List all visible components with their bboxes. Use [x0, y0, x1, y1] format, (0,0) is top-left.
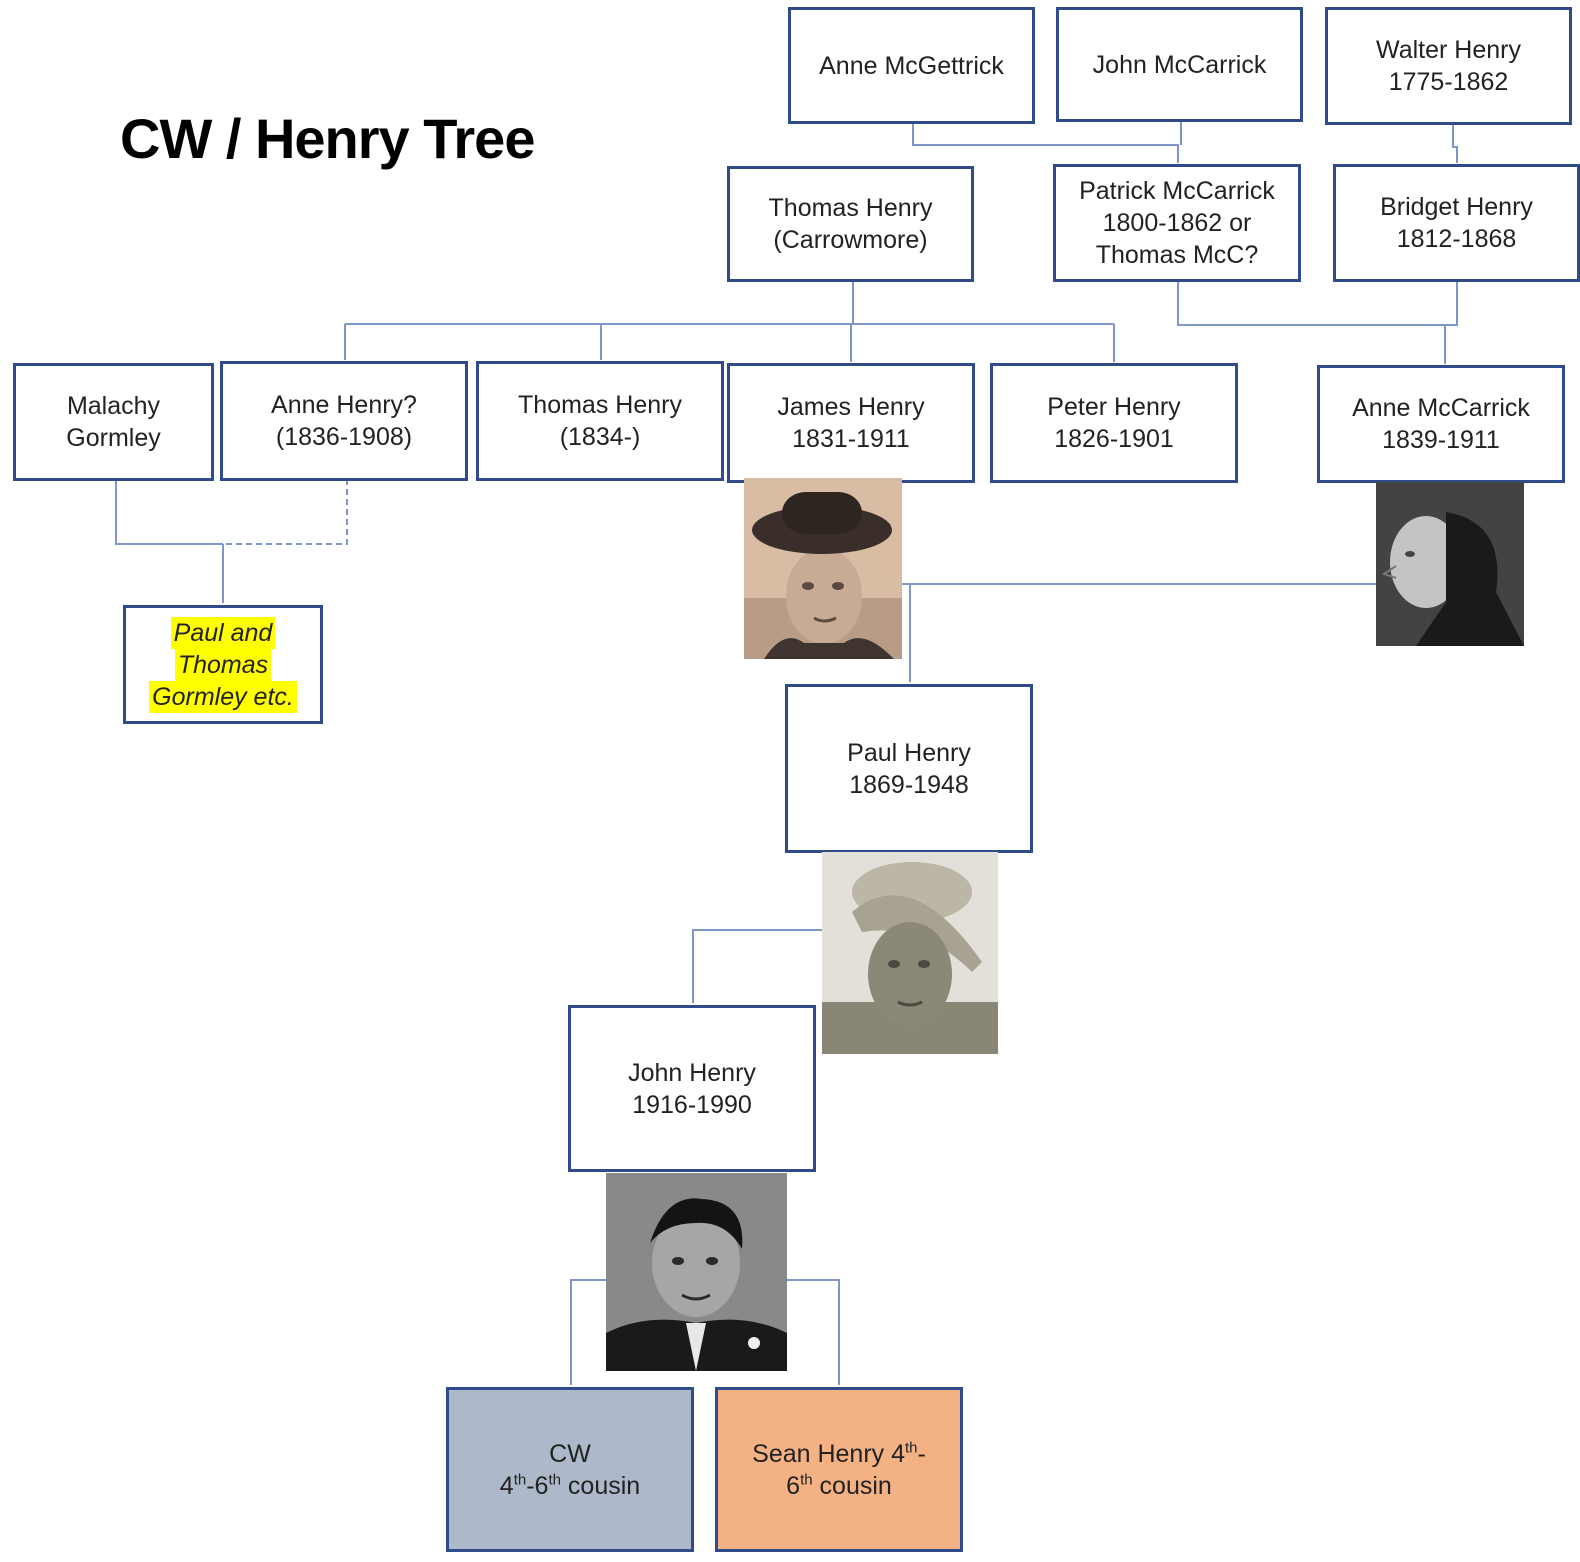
person-bridget-henry: Bridget Henry 1812-1868	[1333, 164, 1580, 282]
page-title: CW / Henry Tree	[120, 107, 535, 170]
person-name: John Henry	[628, 1058, 756, 1087]
photo-john-henry	[606, 1173, 787, 1371]
person-name: CW	[549, 1439, 591, 1468]
person-john-henry: John Henry 1916-1990	[568, 1005, 816, 1172]
person-line-3: Gormley etc.	[149, 680, 297, 713]
person-dates: 1839-1911	[1382, 426, 1500, 454]
person-name: Anne McCarrick	[1352, 394, 1530, 422]
person-anne-mcgettrick: Anne McGettrick	[788, 7, 1035, 124]
connector-malachy	[115, 479, 223, 545]
person-name: Anne McGettrick	[819, 51, 1004, 80]
person-name-last: Gormley	[66, 424, 161, 452]
person-patrick-mccarrick: Patrick McCarrick 1800-1862 or Thomas Mc…	[1053, 164, 1301, 282]
person-peter-henry: Peter Henry 1826-1901	[990, 363, 1238, 483]
person-anne-mccarrick: Anne McCarrick 1839-1911	[1317, 365, 1565, 483]
connector-paul-john	[692, 929, 822, 1003]
connector-anne-henry-dashed	[223, 479, 348, 545]
person-dates: (1834-)	[559, 423, 641, 451]
person-thomas-henry-carrowmore: Thomas Henry (Carrowmore)	[727, 166, 974, 282]
person-name: Anne Henry?	[271, 391, 417, 419]
person-name: Patrick McCarrick	[1079, 177, 1275, 205]
person-place: (Carrowmore)	[773, 226, 928, 254]
person-anne-henry: Anne Henry? (1836-1908)	[220, 361, 468, 481]
person-name: John McCarrick	[1092, 50, 1267, 79]
connector-walter-bridget	[1452, 123, 1458, 163]
person-dates: (1836-1908)	[275, 423, 413, 451]
person-sean-henry: Sean Henry 4th- 6th cousin	[715, 1387, 963, 1552]
person-name: Walter Henry	[1376, 36, 1521, 64]
person-line-1: Paul and	[170, 616, 276, 649]
person-thomas-henry-1834: Thomas Henry (1834-)	[476, 361, 724, 481]
connector-to-cw	[570, 1279, 606, 1385]
person-james-henry: James Henry 1831-1911	[727, 363, 975, 483]
person-dates: 1869-1948	[849, 770, 969, 799]
person-walter-henry: Walter Henry 1775-1862	[1325, 7, 1572, 125]
person-name: James Henry	[777, 393, 925, 421]
photo-james-henry	[744, 478, 902, 659]
person-dates: 1831-1911	[792, 425, 910, 453]
person-name: Paul Henry	[847, 738, 971, 767]
person-name: Thomas Henry	[518, 391, 682, 419]
person-malachy-gormley: Malachy Gormley	[13, 363, 214, 481]
person-name: Bridget Henry	[1380, 193, 1533, 221]
person-gormley-descendants: Paul and Thomas Gormley etc.	[123, 605, 323, 724]
connector-to-sean	[786, 1279, 840, 1385]
connector-mcgettrick-mccarrick	[912, 122, 1179, 163]
person-alternate: Thomas McC?	[1095, 241, 1259, 269]
person-name-first: Malachy	[66, 392, 161, 420]
person-john-mccarrick: John McCarrick	[1056, 7, 1303, 122]
person-cw: CW 4th-6th cousin	[446, 1387, 694, 1552]
person-line-2: Thomas	[174, 648, 272, 681]
person-name: Sean Henry 4th-	[752, 1439, 926, 1468]
person-dates: 1775-1862	[1388, 68, 1509, 96]
person-name: Peter Henry	[1047, 393, 1181, 421]
photo-anne-mccarrick	[1376, 482, 1524, 646]
person-dates: 1812-1868	[1396, 225, 1517, 253]
person-dates: 1800-1862 or	[1102, 209, 1252, 237]
connector-patrick-bridget	[1177, 280, 1458, 326]
photo-paul-henry	[822, 852, 998, 1054]
person-dates: 1826-1901	[1054, 425, 1174, 453]
person-relation: 6th cousin	[786, 1471, 892, 1500]
person-paul-henry: Paul Henry 1869-1948	[785, 684, 1033, 853]
person-dates: 1916-1990	[632, 1090, 752, 1119]
person-name: Thomas Henry	[768, 194, 933, 222]
person-relation: 4th-6th cousin	[499, 1471, 641, 1500]
